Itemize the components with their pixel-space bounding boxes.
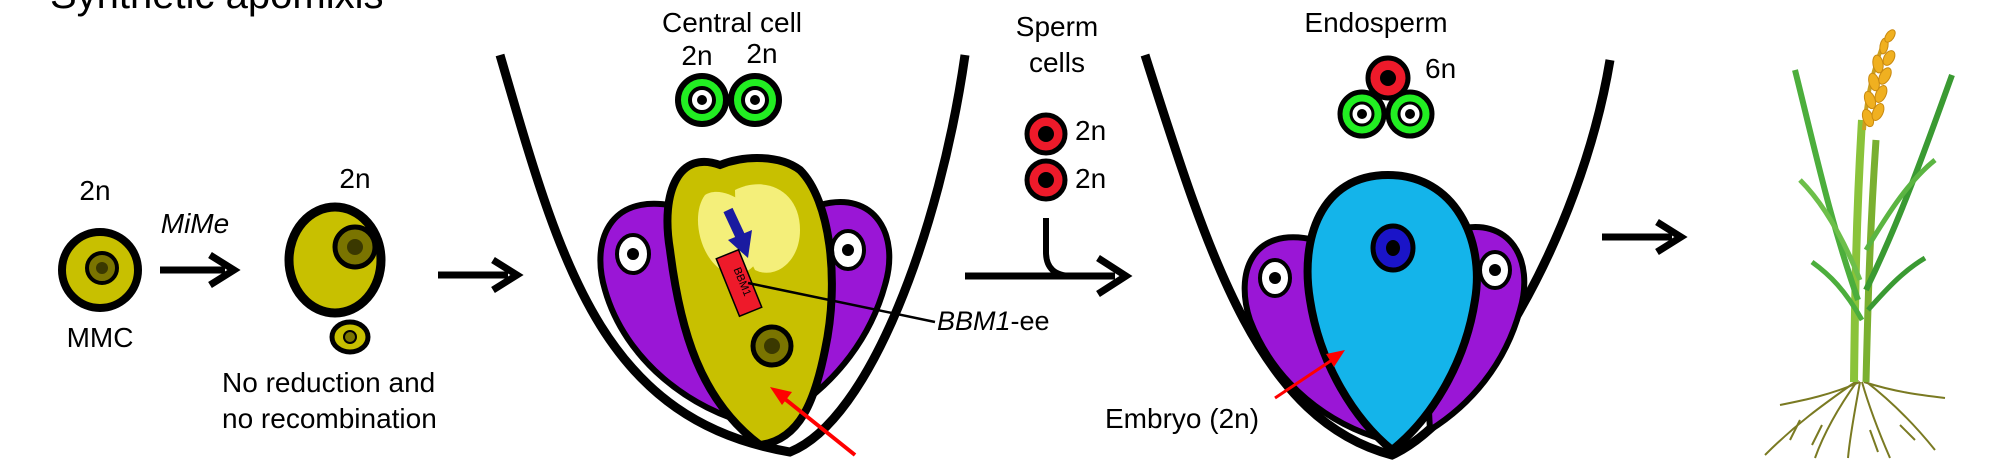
fertilized-ovule (1140, 53, 1615, 460)
unreduced-cell (284, 202, 386, 355)
arrow-to-embryo-sac (438, 257, 524, 293)
endosperm-ploidy: 6n (1425, 53, 1456, 84)
mmc-ploidy-label: 2n (79, 175, 110, 206)
central-ploidy-1: 2n (681, 40, 712, 71)
no-reduction-caption-1: No reduction and (222, 367, 435, 398)
no-reduction-caption-2: no recombination (222, 403, 437, 434)
arrow-mime (160, 252, 241, 288)
bbm1-ee-label: BBM1-ee (937, 306, 1050, 336)
sperm-ploidy-1: 2n (1075, 115, 1106, 146)
arrow-to-plant (1602, 219, 1688, 255)
embryo-label: Embryo (2n) (1105, 403, 1259, 434)
sperm-label-2: cells (1029, 47, 1085, 78)
mmc-label: MMC (67, 322, 134, 353)
embryo-sac: BBM1 (495, 53, 970, 457)
central-ploidy-2: 2n (746, 38, 777, 69)
unreduced-ploidy-label: 2n (339, 163, 370, 194)
bbm1-transgene: BBM1 (715, 248, 763, 318)
central-cell-label: Central cell (662, 7, 802, 38)
bbm1-ee-suffix: -ee (1011, 306, 1050, 336)
mime-label: MiMe (161, 208, 229, 239)
arrow-fertilization (965, 218, 1133, 297)
sperm-ploidy-2: 2n (1075, 163, 1106, 194)
mmc-cell (58, 228, 142, 312)
sperm-label-1: Sperm (1016, 11, 1098, 42)
endosperm-label: Endosperm (1304, 7, 1447, 38)
bbm1-ee-gene: BBM1 (937, 306, 1011, 336)
sperm-cells (1024, 112, 1068, 202)
diagram-title: Synthetic apomixis (50, 0, 383, 17)
rice-plant-illustration (1764, 29, 1955, 459)
